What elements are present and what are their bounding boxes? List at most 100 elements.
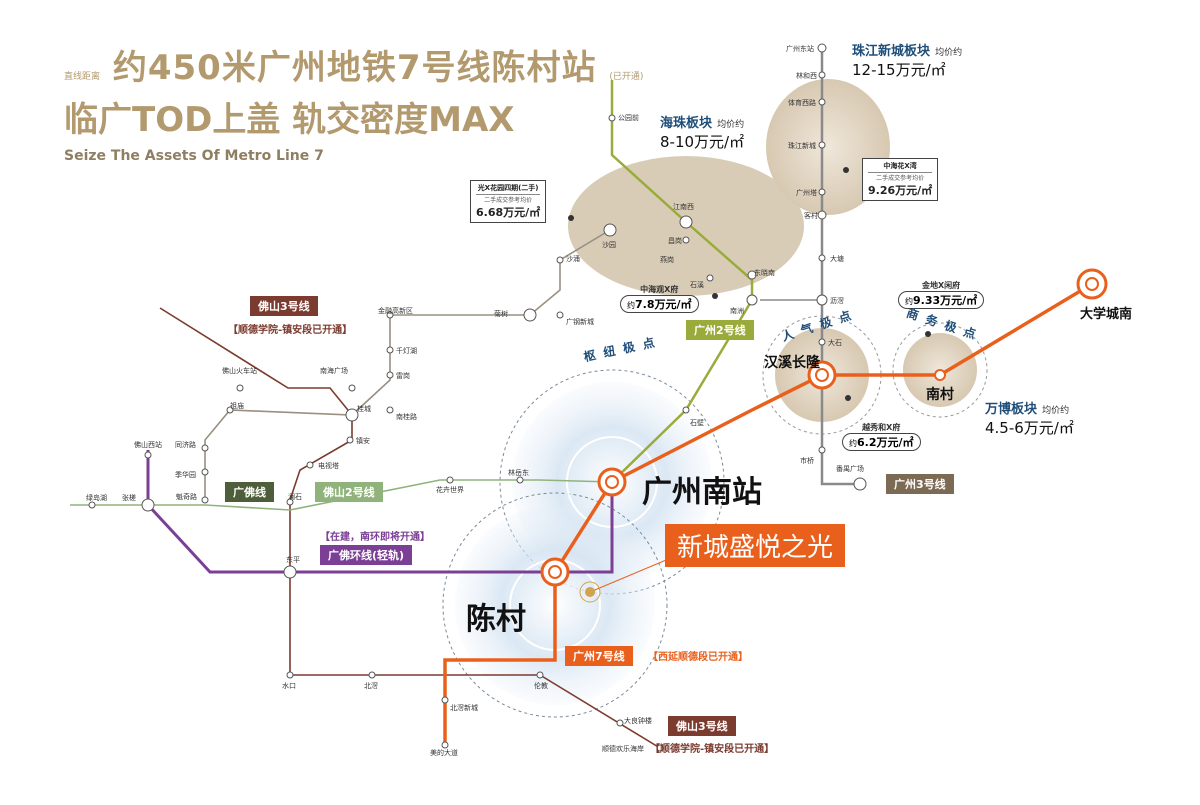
station-dashi: 大石 [828, 339, 842, 347]
callout-dot [845, 395, 851, 401]
label-nancun: 南村 [926, 387, 954, 403]
station-dot [817, 43, 827, 53]
foshan3-line [159, 307, 661, 749]
headline-suffix: (已开通) [609, 72, 644, 82]
station-shibi: 石壁 [690, 419, 704, 427]
zhujiang-sub: 均价约 [935, 48, 963, 58]
station-dongxiaonan: 东晓南 [754, 269, 775, 277]
station-dot [818, 98, 826, 106]
station-nanzhou: 南洲 [730, 307, 744, 315]
callout-zhonghaiguan-pill: 约7.8万元/㎡ [620, 295, 699, 313]
station-jinrong: 金融高新区 [378, 307, 413, 315]
station-datang: 大塘 [830, 255, 844, 263]
callout-dot [843, 167, 849, 173]
station-dot [441, 741, 449, 749]
callout-yuexiu-pre: 约 [849, 439, 857, 448]
callout-yuexiu-price: 6.2万元/㎡ [857, 436, 914, 449]
station-dot [144, 451, 152, 459]
callout-guangx-title: 光X花园四期(二手) [477, 184, 539, 192]
tag-ring: 广佛环线(轻轨) [320, 545, 413, 565]
station-dot [656, 744, 664, 752]
station-dot [818, 446, 826, 454]
station-shachong: 沙涌 [566, 255, 580, 263]
station-lanshi: 澜石 [288, 493, 302, 501]
wanbo-area-label: 万博板块 均价约 4.5-6万元/㎡ [985, 398, 1074, 438]
station-dot [818, 188, 826, 196]
callout-zhonghaiguan-title: 中海观X府 [640, 285, 679, 294]
gf-ring-line [146, 450, 614, 574]
station-foshanhuochezhan: 佛山火车站 [222, 367, 257, 375]
wanbo-sub: 均价约 [1042, 406, 1070, 416]
haizhu-title: 海珠板块 [660, 116, 713, 131]
label-hanxi: 汉溪长隆 [764, 355, 820, 371]
station-panyuguangchang: 番禺广场 [836, 465, 864, 473]
station-shundexuexuan: 顺德欢乐海岸 [602, 745, 644, 753]
station-dot [286, 671, 294, 679]
tag-foshan3-top: 佛山3号线 [250, 296, 318, 316]
label-guangzhou-south: 广州南站 [642, 475, 762, 510]
hanxi-hub [807, 360, 837, 390]
daxuecheng-hub [1076, 268, 1108, 300]
note-gz7: 【西延顺德段已开通】 [648, 652, 748, 663]
station-shiqiao: 市桥 [800, 457, 814, 465]
station-dot [226, 406, 234, 414]
station-meidedadao: 美的大道 [430, 749, 458, 757]
station-tongjilu: 同济路 [175, 441, 196, 449]
wanbo-title: 万博板块 [985, 402, 1038, 417]
station-dot [348, 384, 356, 392]
callout-dot [925, 331, 931, 337]
station-dot [201, 496, 209, 504]
station-dongping: 东平 [286, 556, 300, 564]
chencun-hub-core [548, 565, 562, 579]
station-qiandenghu: 千灯湖 [396, 347, 417, 355]
callout-yuexiu-pill: 约6.2万元/㎡ [842, 433, 921, 451]
haizhu-price: 8-10万元/㎡ [660, 133, 745, 151]
station-yanggang: 燕岗 [660, 256, 674, 264]
haizhu-area-label: 海珠板块 均价约 8-10万元/㎡ [660, 112, 744, 152]
station-dot [679, 215, 693, 229]
tag-gz2: 广州2号线 [686, 320, 754, 340]
station-zhenan: 镇安 [356, 437, 370, 445]
callout-dot [712, 293, 718, 299]
station-dot [283, 565, 297, 579]
station-shixi: 石溪 [690, 281, 704, 289]
chencun-ring [442, 492, 668, 718]
station-dot [556, 256, 564, 264]
daxuecheng-hub-core [1085, 277, 1099, 291]
station-dot [818, 254, 826, 262]
headline-3: Seize The Assets Of Metro Line 7 [64, 148, 324, 164]
note-ring: 【在建，南环即将开通】 [320, 532, 430, 543]
station-dot [88, 501, 96, 509]
callout-zhonghaiguan: 中海观X府 约7.8万元/㎡ [620, 284, 699, 313]
station-linyuedong: 林岳东 [508, 469, 529, 477]
station-dot [523, 308, 537, 322]
station-dot [616, 719, 624, 727]
headline-prefix: 直线距离 [64, 72, 101, 82]
callout-zhonghaiguan-price: 7.8万元/㎡ [635, 298, 692, 311]
label-chencun: 陈村 [466, 602, 526, 637]
station-dot [682, 406, 690, 414]
station-dalianglouxu: 大良钟楼 [624, 717, 652, 725]
chencun-hub [540, 557, 570, 587]
station-tiyuxilu: 体育西路 [788, 99, 816, 107]
station-dot [386, 406, 394, 414]
station-dot [201, 444, 209, 452]
station-dot [746, 294, 758, 306]
station-huaerxinjie: 花卉世界 [436, 486, 464, 494]
station-dot [608, 114, 616, 122]
station-zhujiangxincheng: 珠江新城 [788, 142, 816, 150]
stations [88, 43, 867, 752]
note-foshan3-top: 【顺德学院-镇安段已开通】 [228, 325, 353, 336]
station-jihuayuan: 季华园 [175, 471, 196, 479]
station-dot [818, 338, 826, 346]
note-foshan3-bottom: 【顺德学院-镇安段已开通】 [650, 744, 775, 755]
station-jushu: 菊树 [494, 310, 508, 318]
station-foshanxizhan: 佛山西站 [134, 441, 162, 449]
tag-gz7: 广州7号线 [565, 646, 633, 666]
tag-gz3: 广州3号线 [886, 474, 954, 494]
callout-jindi: 金地X闲府 约9.33万元/㎡ [898, 280, 985, 309]
callout-jindi-title: 金地X闲府 [922, 281, 961, 290]
callout-zhonghai-sub: 二手成交参考均价 [868, 172, 933, 182]
station-dot [345, 408, 359, 422]
